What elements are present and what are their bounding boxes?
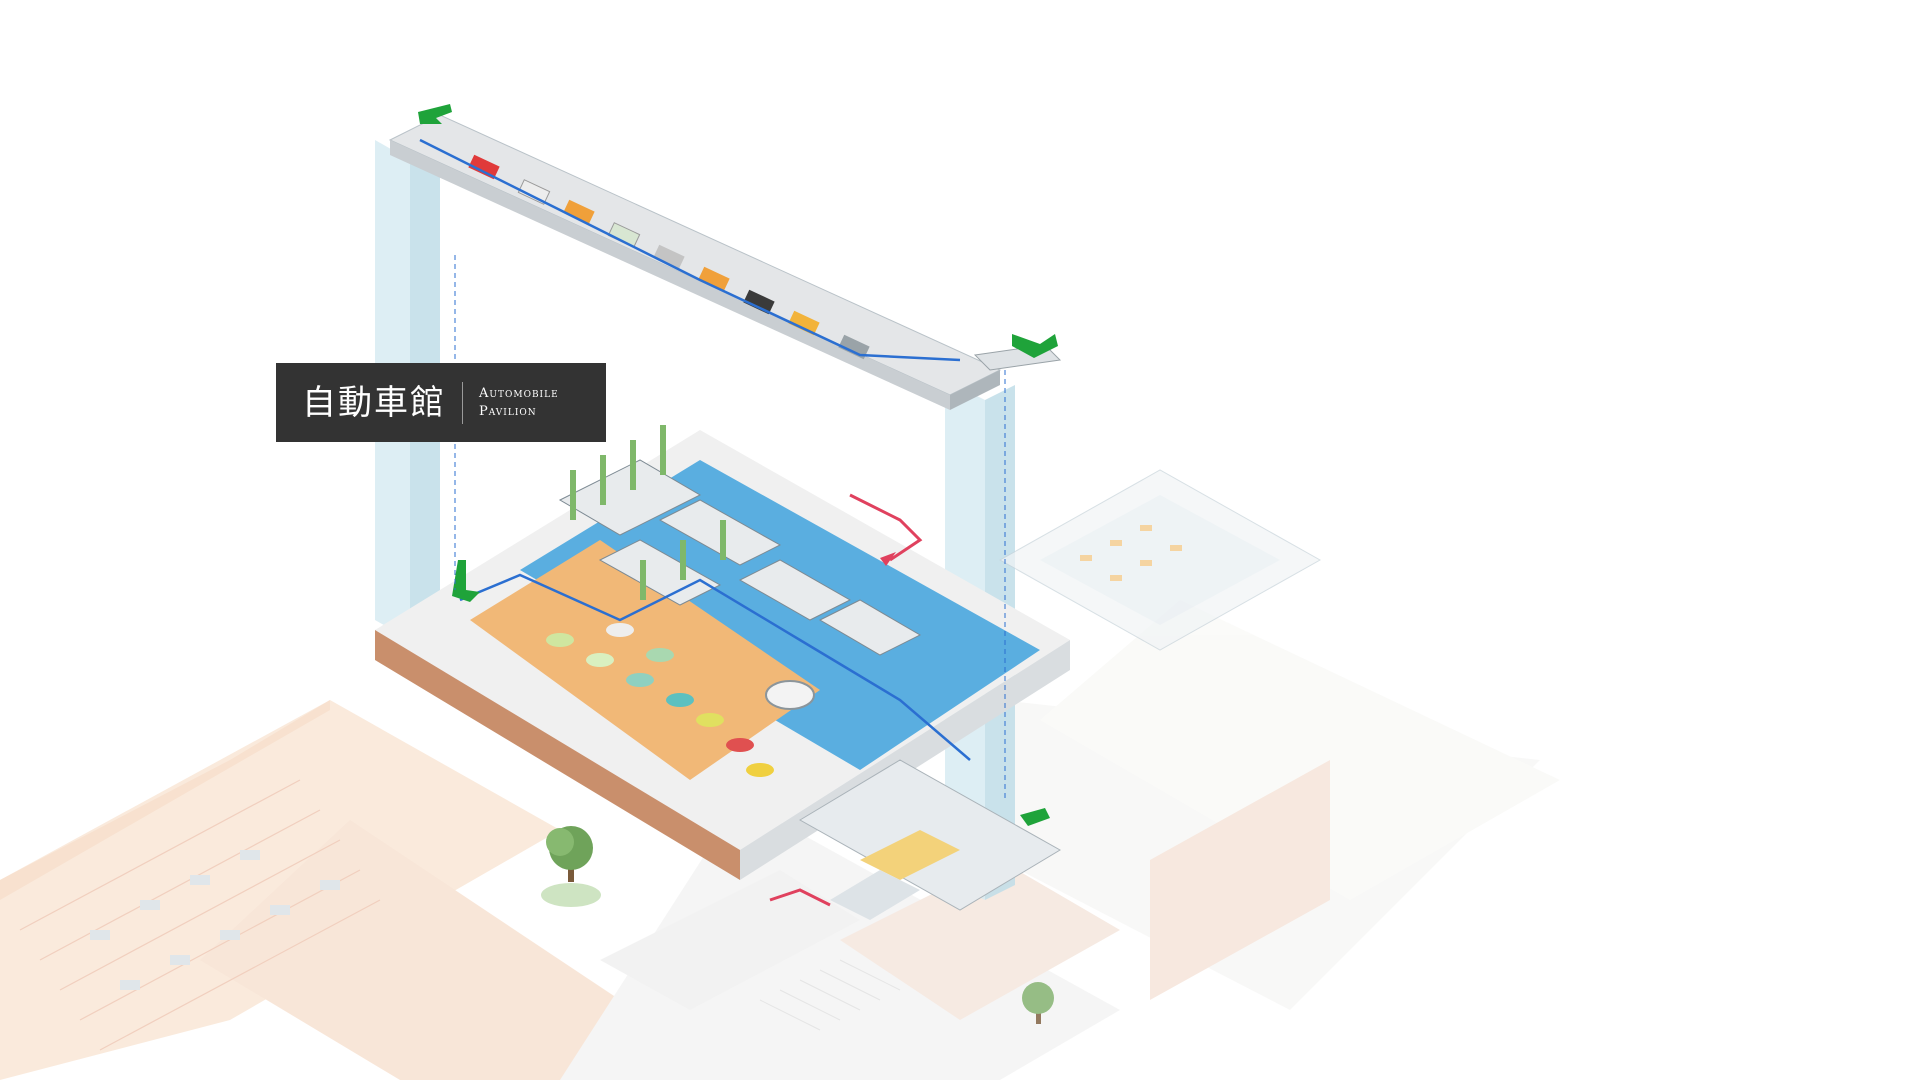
right-annex xyxy=(998,469,1322,651)
pavilion-name-en-line2: Pavilion xyxy=(479,403,537,419)
green-entry-arrow-icon xyxy=(452,560,480,602)
tree-icon xyxy=(541,826,601,907)
red-direction-arrow-icon xyxy=(849,493,923,566)
pavilion-name-jp: 自動車館 xyxy=(302,382,446,423)
pavilion-name-en-line1: Automobile xyxy=(479,385,559,401)
red-direction-arrow-icon xyxy=(769,888,831,907)
green-exit-arrow-icon xyxy=(1020,808,1050,826)
green-entry-arrow-icon xyxy=(418,104,452,124)
front-entrance xyxy=(799,759,1061,920)
pavilion-title-card: 自動車館 Automobile Pavilion xyxy=(276,363,606,442)
main-exhibition-floor xyxy=(375,425,1070,880)
title-divider xyxy=(462,381,463,424)
tree-icon xyxy=(1022,982,1054,1024)
campus-background xyxy=(0,600,1560,1080)
pavilion-name-en: Automobile Pavilion xyxy=(479,385,559,421)
green-exit-arrow-icon xyxy=(1012,334,1058,358)
